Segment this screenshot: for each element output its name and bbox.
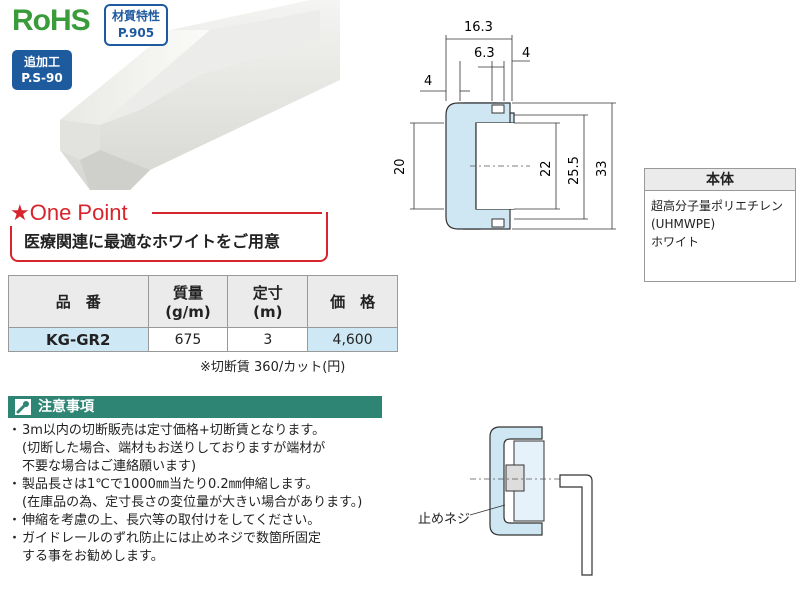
cell-mass: 675 [147, 327, 229, 352]
table-row: KG-GR2 675 3 4,600 [8, 327, 398, 352]
dim-6-3: 6.3 [474, 46, 495, 61]
dim-4-left: 4 [424, 74, 432, 89]
one-point-title: ★One Point [10, 200, 134, 226]
one-point-box [10, 212, 328, 262]
dim-22: 22 [539, 160, 554, 177]
caution-list: 3m以内の切断販売は定寸価格+切断賃となります。 (切断した場合、端材もお送りし… [8, 422, 398, 566]
list-item-sub: (在庫品の為、定寸長さの変位量が大きい場合があります。) [22, 495, 363, 510]
list-item: 3m以内の切断販売は定寸価格+切断賃となります。 [8, 422, 398, 440]
material-name: 超高分子量ポリエチレン [651, 199, 784, 213]
body-material-table: 本体 超高分子量ポリエチレン (UHMWPE) ホワイト [644, 168, 796, 282]
product-photo [60, 0, 340, 190]
dim-33: 33 [595, 160, 610, 177]
material-spec-badge[interactable]: 材質特性 P.905 [104, 4, 168, 46]
list-item-sub: 不要な場合はご連絡願います) [22, 459, 197, 474]
header-price: 価 格 [307, 275, 398, 328]
list-item: 伸縮を考慮の上、長穴等の取付けをしてください。 [8, 512, 398, 530]
dim-20: 20 [393, 158, 408, 175]
list-item: 製品長さは1℃で1000㎜当たり0.2㎜伸縮します。 [8, 476, 398, 494]
extra-badge-line1: 追加工 [23, 55, 60, 69]
set-screw-diagram [469, 426, 593, 576]
material-color: ホワイト [651, 235, 700, 249]
cross-section-diagram: 16.3 6.3 4 4 20 22 25.5 33 [393, 20, 616, 230]
material-abbr: (UHMWPE) [651, 217, 716, 231]
material-badge-line2: P.905 [117, 26, 155, 40]
spec-table: 品 番 質量 (g/m) 定寸 (m) 価 格 KG-GR2 675 3 4,6… [8, 275, 398, 352]
body-material-cell: 超高分子量ポリエチレン (UHMWPE) ホワイト [645, 191, 795, 281]
one-point-divider [152, 212, 322, 214]
spec-table-header-row: 品 番 質量 (g/m) 定寸 (m) 価 格 [8, 275, 398, 328]
cutting-fee-note: ※切断賃 360/カット(円) [200, 360, 346, 375]
caution-title: 注意事項 [38, 399, 94, 415]
cell-length: 3 [227, 327, 309, 352]
header-mass: 質量 (g/m) [147, 275, 229, 328]
rohs-logo: RoHS [12, 4, 91, 37]
dim-4-top: 4 [522, 46, 530, 61]
one-point-text: 医療関連に最適なホワイトをご用意 [24, 232, 281, 251]
dim-25-5: 25.5 [567, 156, 582, 185]
material-badge-line1: 材質特性 [111, 9, 160, 23]
dim-16-3: 16.3 [464, 20, 493, 35]
wrench-icon [15, 399, 31, 415]
cell-model: KG-GR2 [8, 327, 149, 352]
list-item: ガイドレールのずれ防止には止めネジで数箇所固定 [8, 530, 398, 548]
list-item-sub: する事をお勧めします。 [22, 549, 164, 564]
set-screw-label: 止めネジ [418, 512, 471, 527]
extra-badge-line2: P.S-90 [21, 71, 63, 85]
extra-process-badge[interactable]: 追加工 P.S-90 [12, 50, 72, 90]
list-item-sub: (切断した場合、端材もお送りしておりますが端材が [22, 441, 326, 456]
cell-price: 4,600 [307, 327, 398, 352]
header-model: 品 番 [8, 275, 149, 328]
body-material-header: 本体 [645, 169, 795, 191]
header-length: 定寸 (m) [227, 275, 309, 328]
caution-header: 注意事項 [8, 396, 382, 418]
